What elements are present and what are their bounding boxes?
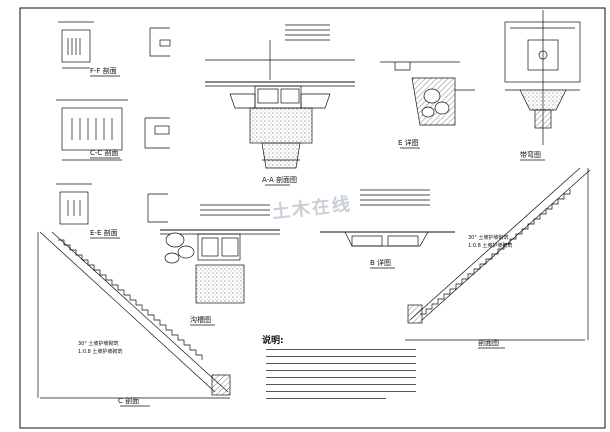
slope-left-note-2: 1:0.8 土坡护坡砌筑 <box>78 349 123 355</box>
slope-right-note-1: 30° 土坡护坡砌筑 <box>468 235 509 241</box>
detail-drain-pit <box>504 10 581 145</box>
title-sec-b: B 详图 <box>370 259 392 267</box>
notes-line-3 <box>266 363 416 364</box>
slope-right <box>405 167 591 341</box>
notes-line-1 <box>266 349 416 350</box>
notes-line-7 <box>266 391 416 392</box>
slope-left <box>37 231 231 399</box>
slope-left-note-1: 30° 土坡护坡砌筑 <box>78 341 119 347</box>
section-top-center <box>205 24 355 169</box>
title-sec-e: E 详图 <box>398 139 419 147</box>
slope-right-note-2: 1:0.8 土坡护坡砌筑 <box>468 243 513 249</box>
title-sec-j: C-C 剖面 <box>90 149 119 157</box>
title-sec-i: E-E 剖面 <box>90 229 118 237</box>
section-middle-center <box>160 204 280 304</box>
notes-line-6 <box>266 384 416 385</box>
notes-line-8 <box>266 398 386 399</box>
title-sec-h: 沟槽图 <box>190 316 211 324</box>
sheet-border <box>19 7 606 429</box>
detail-top-left-2 <box>56 99 170 161</box>
notes-line-4 <box>266 370 416 371</box>
detail-left-3 <box>56 183 168 225</box>
title-underlines <box>90 75 545 407</box>
title-sec-k: 剖面图 <box>478 339 499 347</box>
detail-top-left-1 <box>58 21 171 69</box>
notes-title: 说明: <box>262 336 284 346</box>
detail-stone-pit <box>380 61 475 126</box>
section-channel <box>320 189 455 247</box>
title-sec-a: A-A 剖面图 <box>262 176 298 184</box>
title-sec-f: 带弯图 <box>520 151 541 159</box>
title-sec-g: F-F 剖面 <box>90 67 117 75</box>
notes-line-5 <box>266 377 416 378</box>
title-sec-c: C 剖面 <box>118 397 140 405</box>
notes-line-2 <box>266 356 416 357</box>
